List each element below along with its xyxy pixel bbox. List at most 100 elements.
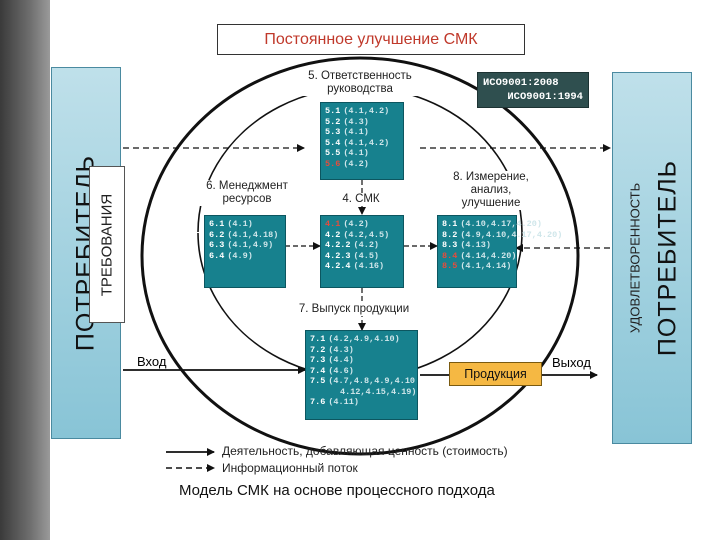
- diagram-caption: Модель СМК на основе процессного подхода: [179, 482, 495, 499]
- clause-code: 5.5: [325, 148, 341, 158]
- process-row: 7.5(4.7,4.8,4.9,4.10: [310, 376, 416, 387]
- process-row: 6.3(4.1,4.9): [209, 240, 281, 251]
- iso-1994: ИСО9001:1994: [507, 91, 583, 103]
- legend-dashed-text: Информационный поток: [222, 461, 358, 475]
- clause-code: 8.3: [442, 240, 458, 250]
- process-row: 7.4(4.6): [310, 366, 413, 377]
- process-4-box: 4.1(4.2)4.2(4.2,4.5)4.2.2(4.2)4.2.3(4.5)…: [320, 215, 404, 288]
- clause-reference: (4.13): [460, 240, 491, 250]
- iso-standards-box: ИСО9001:2008 ИСО9001:1994: [477, 72, 589, 108]
- inner-cycle-ring: [197, 86, 523, 379]
- process-7-label: 7. Выпуск продукции: [284, 303, 424, 316]
- process-6-box: 6.1(4.1)6.2(4.1,4.18)6.3(4.1,4.9)6.4(4.9…: [204, 215, 286, 288]
- process-row: 7.2(4.3): [310, 345, 413, 356]
- process-row: 8.4(4.14,4.20): [442, 250, 516, 262]
- process-row: 5.6(4.2): [325, 159, 399, 170]
- requirements-label: ТРЕБОВАНИЯ: [98, 193, 116, 296]
- process-row: 5.2(4.3): [325, 117, 399, 128]
- process-row: 4.2.4(4.16): [325, 261, 399, 272]
- clause-reference: (4.9): [227, 250, 253, 261]
- process-row: 4.12,4.15,4.19): [310, 387, 417, 398]
- clause-code: 8.4: [442, 250, 458, 261]
- right-customer-box: УДОВЛЕТВОРЕННОСТЬ ПОТРЕБИТЕЛЬ: [612, 72, 692, 444]
- process-row: 8.2(4.9,4.10,4.17,4.20): [442, 229, 562, 241]
- clause-reference: (4.11): [328, 397, 359, 407]
- process-row: 7.3(4.4): [310, 355, 413, 366]
- clause-reference: (4.3): [343, 116, 369, 127]
- process-row: 5.4(4.1,4.2): [325, 138, 399, 149]
- process-row: 4.2.3(4.5): [325, 251, 399, 262]
- clause-reference: (4.3): [328, 344, 354, 355]
- clause-reference: (4.4): [328, 355, 354, 365]
- clause-code: 5.1: [325, 106, 341, 116]
- clause-reference: (4.1): [343, 127, 369, 137]
- clause-code: 5.2: [325, 116, 341, 127]
- clause-code: 7.4: [310, 365, 326, 376]
- process-row: 6.4(4.9): [209, 251, 281, 262]
- process-row: 8.5(4.1,4.14): [442, 261, 512, 272]
- clause-code: 7.1: [310, 334, 326, 344]
- process-row: 7.6(4.11): [310, 397, 413, 408]
- clause-code: 5.6: [325, 158, 341, 169]
- clause-code: 6.3: [209, 240, 225, 250]
- clause-reference: (4.1,4.2): [343, 137, 390, 148]
- process-row: 7.1(4.2,4.9,4.10): [310, 334, 413, 345]
- clause-code: 8.2: [442, 229, 458, 240]
- requirements-box: ТРЕБОВАНИЯ: [89, 166, 125, 323]
- clause-reference: (4.1,4.18): [227, 229, 279, 240]
- process-row: 5.1(4.1,4.2): [325, 106, 399, 117]
- clause-code: 4.2.2: [325, 240, 351, 250]
- process-6-label: 6. Менеджмент ресурсов: [195, 180, 299, 206]
- clause-code: 5.4: [325, 137, 341, 148]
- process-row: 4.1(4.2): [325, 219, 399, 230]
- clause-reference: (4.2,4.9,4.10): [328, 334, 400, 344]
- legend-solid-text: Деятельность, добавляющая ценность (стои…: [222, 444, 508, 458]
- process-7-box: 7.1(4.2,4.9,4.10)7.2(4.3)7.3(4.4)7.4(4.6…: [305, 330, 418, 420]
- clause-reference: (4.1,4.9): [227, 240, 274, 250]
- clause-code: 4.2.3: [325, 250, 351, 261]
- improvement-cycle-circle: [140, 56, 580, 456]
- clause-reference: (4.1): [227, 219, 253, 229]
- clause-code: 8.5: [442, 261, 458, 271]
- clause-reference: (4.2): [353, 240, 380, 250]
- clause-code: 8.1: [442, 219, 458, 229]
- clause-reference: (4.7,4.8,4.9,4.10: [328, 376, 416, 386]
- clause-reference: (4.9,4.10,4.17,4.20): [460, 229, 563, 240]
- clause-code: 6.4: [209, 250, 225, 261]
- process-row: 5.5(4.1): [325, 148, 399, 159]
- process-8-box: 8.1(4.10,4.17,4.20)8.2(4.9,4.10,4.17,4.2…: [437, 215, 562, 288]
- clause-reference: (4.14,4.20): [460, 250, 517, 261]
- process-5-label: 5. Ответственность руководства: [292, 70, 428, 96]
- clause-reference: (4.2,4.5): [343, 229, 390, 240]
- process-row: 6.1(4.1): [209, 219, 281, 230]
- output-label: Выход: [552, 355, 591, 370]
- process-5-box: 5.1(4.1,4.2)5.2(4.3)5.3(4.1)5.4(4.1,4.2)…: [320, 102, 404, 180]
- satisfaction-label: УДОВЛЕТВОРЕННОСТЬ: [627, 182, 643, 334]
- input-label: Вход: [137, 354, 167, 369]
- process-row: 8.1(4.10,4.17,4.20): [442, 219, 542, 230]
- clause-code: 6.2: [209, 229, 225, 240]
- clause-reference: (4.6): [328, 365, 354, 376]
- process-row: 4.2(4.2,4.5): [325, 230, 399, 241]
- clause-code: 4.1: [325, 219, 341, 229]
- clause-reference: (4.10,4.17,4.20): [460, 219, 542, 229]
- left-decoration: [0, 0, 50, 540]
- product-box: Продукция: [449, 362, 542, 386]
- process-4-label: 4. СМК: [332, 193, 390, 206]
- process-row: 8.3(4.13): [442, 240, 512, 251]
- process-row: 4.2.2(4.2): [325, 240, 399, 251]
- clause-reference: (4.1): [343, 148, 369, 158]
- clause-code: 7.2: [310, 344, 326, 355]
- clause-code: 7.6: [310, 397, 326, 407]
- clause-code: 7.3: [310, 355, 326, 365]
- clause-code: 7.5: [310, 376, 326, 386]
- clause-code: 4.2.4: [325, 261, 351, 271]
- clause-reference: 4.12,4.15,4.19): [340, 386, 417, 397]
- iso-2008: ИСО9001:2008: [483, 77, 559, 89]
- clause-code: 4.2: [325, 229, 341, 240]
- clause-reference: (4.1,4.14): [460, 261, 512, 271]
- clause-code: 6.1: [209, 219, 225, 229]
- clause-reference: (4.5): [353, 250, 380, 261]
- clause-reference: (4.16): [353, 261, 385, 271]
